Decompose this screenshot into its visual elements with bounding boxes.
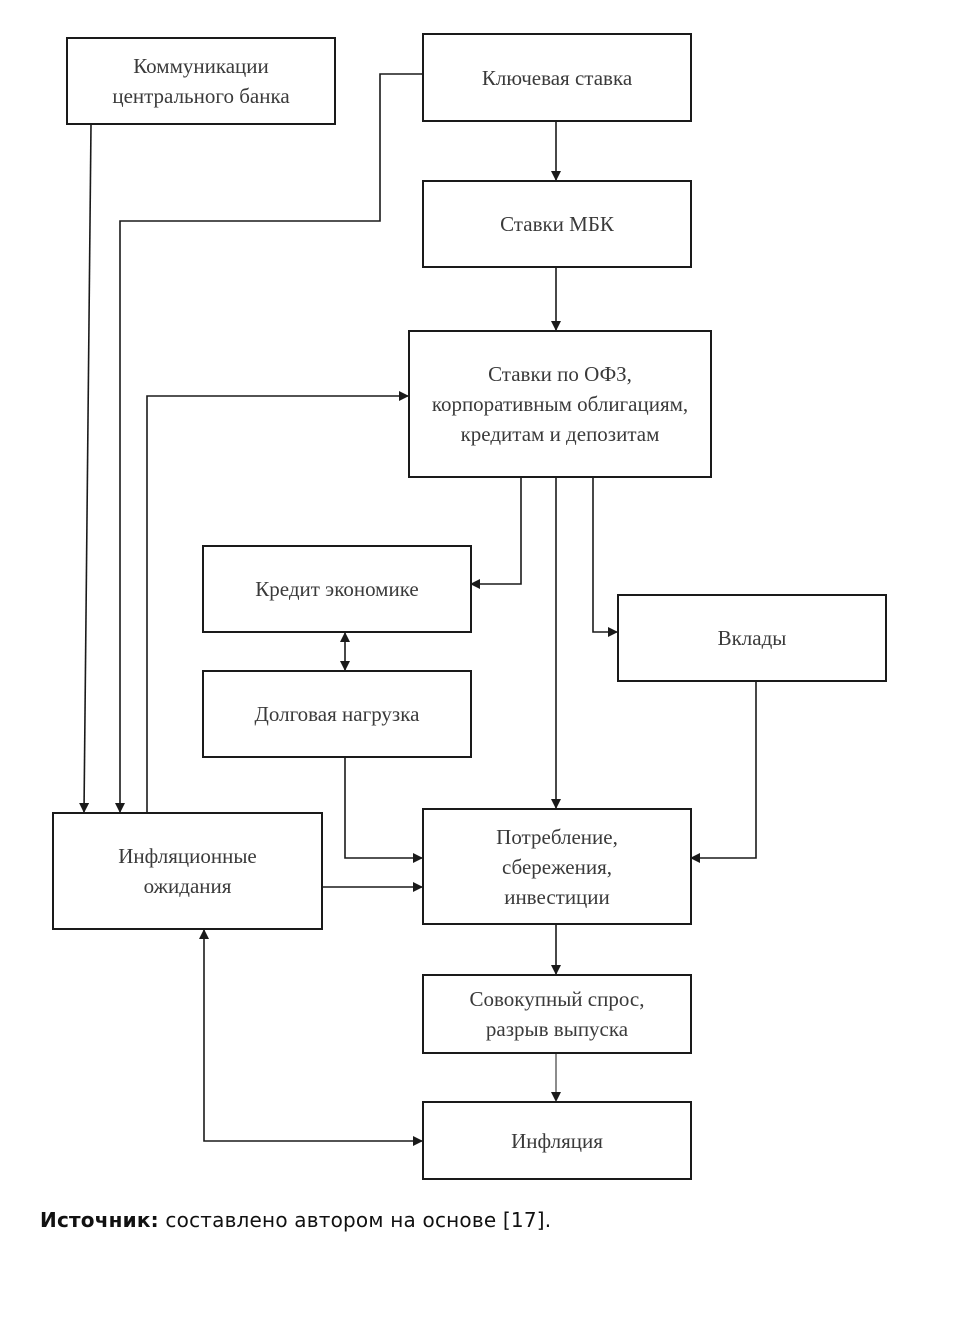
box-consumption-label: Потребление, сбережения, инвестиции: [496, 824, 618, 909]
arrow-debt-to-consumption: [344, 758, 423, 863]
arrow-inflation-inflexp: [199, 929, 423, 1146]
box-credit-economy: Кредит экономике: [202, 545, 472, 633]
arrow-deposits-to-consumption: [690, 682, 757, 863]
box-inflation-label: Инфляция: [511, 1128, 603, 1153]
arrow-cbcomm-to-inflexp: [79, 124, 92, 813]
box-debt-burden: Долговая нагрузка: [202, 670, 472, 758]
box-deposits: Вклады: [617, 594, 887, 682]
box-ofz-rates: Ставки по ОФЗ, корпоративным облигациям,…: [408, 330, 712, 478]
box-debt-burden-label: Долговая нагрузка: [254, 702, 420, 726]
box-inflation-expectations: Инфляционные ожидания: [52, 812, 323, 930]
box-deposits-label: Вклады: [717, 626, 787, 650]
box-key-rate-label: Ключевая ставка: [481, 65, 633, 90]
box-ofz-rates-label: Ставки по ОФЗ, корпоративным облигациям,…: [431, 362, 689, 446]
box-inflation: Инфляция: [422, 1101, 692, 1180]
box-consumption: Потребление, сбережения, инвестиции: [422, 808, 692, 925]
source-caption-text: составлено автором на основе [17].: [158, 1208, 552, 1232]
arrow-keyrate-to-inflexp: [115, 73, 422, 813]
box-mbk-rates: Ставки МБК: [422, 180, 692, 268]
source-caption: Источник: составлено автором на основе […: [40, 1208, 551, 1232]
arrow-ofz-to-deposits: [592, 478, 618, 637]
source-caption-label: Источник:: [40, 1208, 159, 1232]
box-inflation-expectations-label: Инфляционные ожидания: [118, 844, 257, 898]
box-aggregate-demand-label: Совокупный спрос, разрыв выпуска: [469, 987, 645, 1041]
box-credit-economy-label: Кредит экономике: [255, 577, 419, 601]
box-key-rate: Ключевая ставка: [422, 33, 692, 122]
box-cb-communications-label: Коммуникации центрального банка: [112, 54, 290, 108]
box-aggregate-demand: Совокупный спрос, разрыв выпуска: [422, 974, 692, 1054]
box-cb-communications: Коммуникации центрального банка: [66, 37, 336, 125]
arrow-inflexp-to-ofz: [146, 391, 409, 812]
arrow-ofz-to-credit: [470, 478, 522, 589]
box-mbk-rates-label: Ставки МБК: [500, 212, 614, 236]
